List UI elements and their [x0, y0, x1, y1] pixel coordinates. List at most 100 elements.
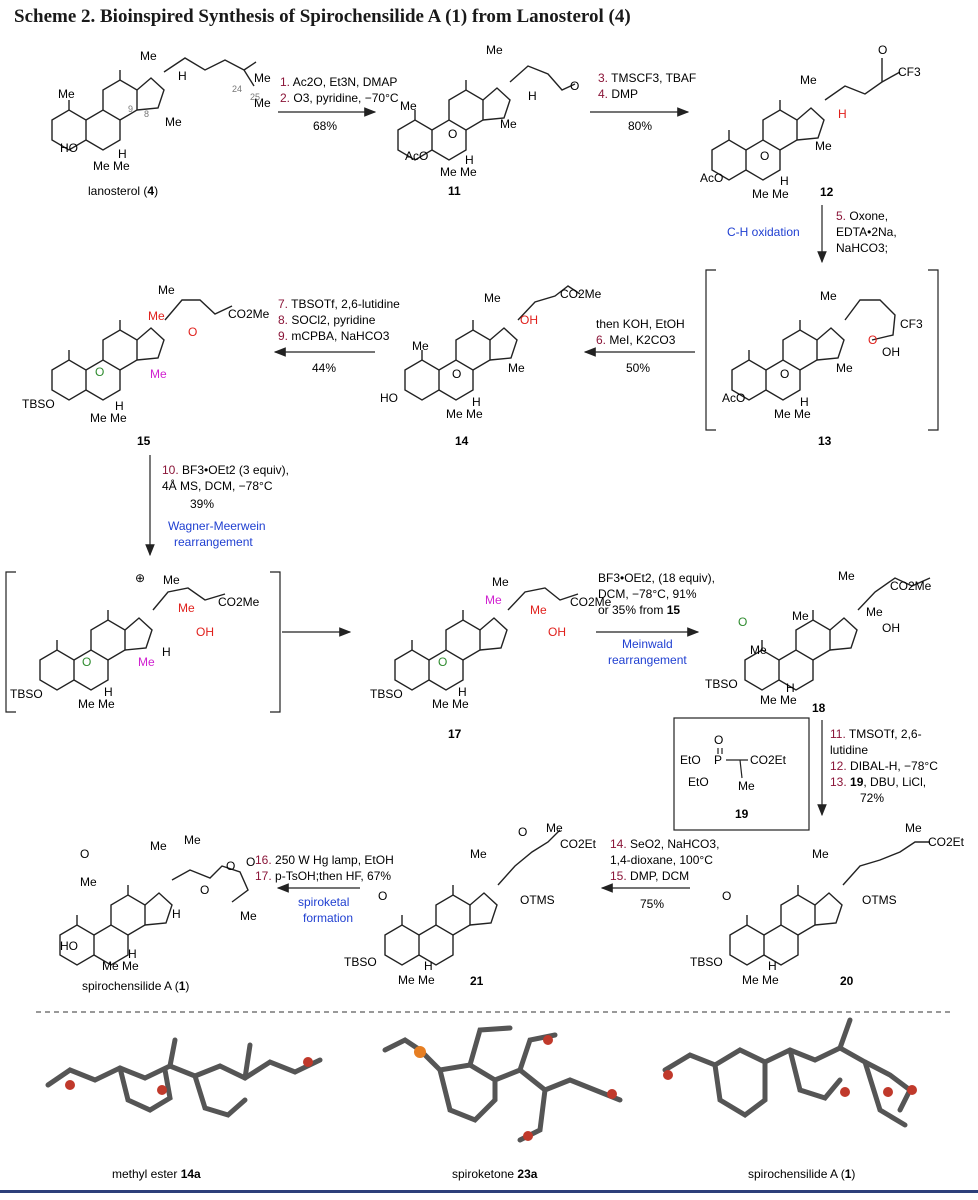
svg-text:OH: OH — [548, 625, 566, 639]
svg-text:O: O — [226, 859, 235, 873]
svg-text:OH: OH — [196, 625, 214, 639]
svg-text:Me: Me — [102, 959, 119, 973]
svg-text:9. mCPBA, NaHCO3: 9. mCPBA, NaHCO3 — [278, 329, 390, 343]
svg-text:Me: Me — [742, 973, 759, 987]
svg-text:Me: Me — [80, 875, 97, 889]
svg-text:CF3: CF3 — [898, 65, 921, 79]
svg-text:OTMS: OTMS — [520, 893, 555, 907]
svg-text:H: H — [528, 89, 537, 103]
svg-text:14. SeO2, NaHCO3,: 14. SeO2, NaHCO3, — [610, 837, 719, 851]
svg-text:Me: Me — [530, 603, 547, 617]
svg-text:Me: Me — [905, 821, 922, 835]
svg-text:BF3•OEt2, (18 equiv),: BF3•OEt2, (18 equiv), — [598, 571, 715, 585]
atom-me: Me — [254, 71, 271, 85]
svg-text:H: H — [172, 907, 181, 921]
conditions-f: 10. BF3•OEt2 (3 equiv), 4Å MS, DCM, −78°… — [162, 463, 289, 549]
svg-text:Meinwald: Meinwald — [622, 637, 673, 651]
svg-text:Me: Me — [400, 99, 417, 113]
svg-text:or 35% from 15: or 35% from 15 — [598, 603, 680, 617]
svg-text:methyl ester 14a: methyl ester 14a — [112, 1167, 201, 1181]
svg-text:EDTA•2Na,: EDTA•2Na, — [836, 225, 897, 239]
svg-text:AcO: AcO — [700, 171, 723, 185]
svg-text:CO2Me: CO2Me — [560, 287, 602, 301]
svg-text:spiroketone 23a: spiroketone 23a — [452, 1167, 538, 1181]
svg-text:6. MeI, K2CO3: 6. MeI, K2CO3 — [596, 333, 676, 347]
conditions-c: C-H oxidation 5. Oxone, EDTA•2Na, NaHCO3… — [727, 209, 897, 255]
svg-text:O: O — [200, 883, 209, 897]
svg-text:13. 19, DBU, LiCl,: 13. 19, DBU, LiCl, — [830, 775, 926, 789]
molecule-17: Me Me Me CO2Me OH TBSO O Me Me H 17 — [370, 575, 612, 741]
conditions-g: BF3•OEt2, (18 equiv), DCM, −78°C, 91% or… — [598, 571, 715, 667]
conditions-e: 7. TBSOTf, 2,6-lutidine 8. SOCl2, pyridi… — [278, 297, 400, 375]
reagent-box-19 — [673, 717, 810, 831]
scheme-title: Scheme 2. Bioinspired Synthesis of Spiro… — [14, 6, 631, 27]
svg-text:H: H — [786, 681, 795, 695]
molecule-lanosterol: Me Me Me H HO Me Me Me Me H 9 8 24 25 la… — [51, 49, 271, 198]
molecule-spirochensilide-a: Me Me O O O Me H O HO Me Me Me H spiroch… — [59, 833, 257, 993]
compound-number: 17 — [448, 727, 462, 741]
crystal-structure-1 — [662, 1017, 917, 1128]
svg-text:TBSO: TBSO — [705, 677, 738, 691]
svg-text:O: O — [188, 325, 197, 339]
svg-text:O: O — [82, 655, 91, 669]
svg-text:7. TBSOTf, 2,6-lutidine: 7. TBSOTf, 2,6-lutidine — [278, 297, 400, 311]
molecule-cation-intermediate: ⊕ Me Me CO2Me OH TBSO O Me H Me Me H — [10, 571, 260, 711]
svg-text:EtO: EtO — [680, 753, 701, 767]
conditions-d: then KOH, EtOH 6. MeI, K2CO3 50% — [596, 317, 685, 375]
svg-text:O: O — [448, 127, 457, 141]
svg-text:1. Ac2O, Et3N, DMAP: 1. Ac2O, Et3N, DMAP — [280, 75, 397, 89]
svg-text:O: O — [878, 43, 887, 57]
svg-text:lutidine: lutidine — [830, 743, 868, 757]
svg-text:75%: 75% — [640, 897, 664, 911]
atom-h: H — [178, 69, 187, 83]
svg-text:formation: formation — [303, 911, 353, 925]
svg-text:P: P — [714, 753, 722, 767]
svg-text:Me: Me — [158, 283, 175, 297]
svg-text:17. p-TsOH;then HF, 67%: 17. p-TsOH;then HF, 67% — [255, 869, 391, 883]
svg-text:Me: Me — [446, 407, 463, 421]
svg-text:Me: Me — [110, 411, 127, 425]
svg-text:NaHCO3;: NaHCO3; — [836, 241, 888, 255]
svg-text:rearrangement: rearrangement — [174, 535, 253, 549]
conditions-a: 1. Ac2O, Et3N, DMAP 2. O3, pyridine, −70… — [280, 75, 399, 133]
svg-text:Me: Me — [122, 959, 139, 973]
conditions-j: 16. 250 W Hg lamp, EtOH 17. p-TsOH;then … — [255, 853, 394, 925]
svg-text:Wagner-Meerwein: Wagner-Meerwein — [168, 519, 266, 533]
conditions-b: 3. TMSCF3, TBAF 4. DMP 80% — [598, 71, 696, 133]
svg-text:Me: Me — [432, 697, 449, 711]
svg-text:Me: Me — [760, 693, 777, 707]
svg-text:Me: Me — [484, 291, 501, 305]
compound-number: 11 — [448, 184, 461, 198]
svg-text:Me: Me — [485, 593, 502, 607]
svg-text:16. 250 W Hg lamp, EtOH: 16. 250 W Hg lamp, EtOH — [255, 853, 394, 867]
svg-text:H: H — [768, 959, 777, 973]
svg-text:TBSO: TBSO — [10, 687, 43, 701]
compound-number: 12 — [820, 185, 834, 199]
svg-text:H: H — [104, 685, 113, 699]
svg-text:Me: Me — [815, 139, 832, 153]
svg-text:Me: Me — [240, 909, 257, 923]
svg-text:80%: 80% — [628, 119, 652, 133]
svg-text:Me: Me — [412, 339, 429, 353]
compound-number: 15 — [137, 434, 151, 448]
atom-me: Me — [140, 49, 157, 63]
svg-text:HO: HO — [380, 391, 398, 405]
svg-text:Me: Me — [150, 839, 167, 853]
svg-text:Me: Me — [752, 187, 769, 201]
svg-text:CO2Me: CO2Me — [570, 595, 612, 609]
svg-text:5. Oxone,: 5. Oxone, — [836, 209, 888, 223]
svg-text:Me: Me — [812, 847, 829, 861]
svg-text:O: O — [714, 733, 723, 747]
svg-text:H: H — [162, 645, 171, 659]
svg-text:O: O — [722, 889, 731, 903]
svg-text:spirochensilide A (1): spirochensilide A (1) — [82, 979, 189, 993]
svg-text:lanosterol (4): lanosterol (4) — [88, 184, 158, 198]
svg-text:OH: OH — [882, 345, 900, 359]
svg-text:CO2Me: CO2Me — [890, 579, 932, 593]
svg-text:Me: Me — [138, 655, 155, 669]
svg-text:Me: Me — [440, 165, 457, 179]
svg-text:CF3: CF3 — [900, 317, 923, 331]
compound-number: 14 — [455, 434, 469, 448]
svg-text:⊕: ⊕ — [135, 571, 145, 585]
